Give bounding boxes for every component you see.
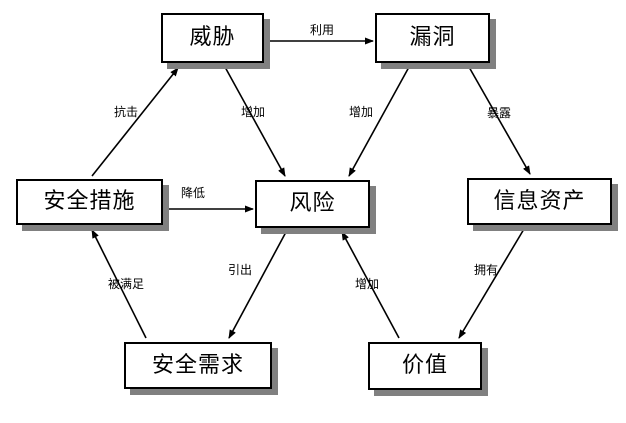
- edge-vulnerability-exposes-asset: [468, 66, 531, 175]
- edge-asset-owns-value: [458, 228, 525, 339]
- edge-label-threat-exploits-vulnerability: 利用: [310, 23, 335, 37]
- node-security-requirement-label: 安全需求: [151, 352, 244, 378]
- edge-label-measure-reduces-risk: 降低: [181, 186, 206, 200]
- node-vulnerability[interactable]: 漏洞: [375, 13, 490, 63]
- edge-value-increases-risk: [341, 231, 400, 339]
- node-threat[interactable]: 威胁: [161, 13, 264, 63]
- edge-requirement-satisfied-by-measure: [91, 229, 147, 339]
- node-threat-label: 威胁: [189, 25, 236, 50]
- node-security-requirement[interactable]: 安全需求: [124, 342, 272, 389]
- node-security-measure[interactable]: 安全措施: [16, 179, 163, 225]
- edge-label-value-increases-risk: 增加: [355, 277, 380, 291]
- node-value[interactable]: 价值: [368, 342, 482, 390]
- node-risk-label: 风险: [289, 191, 336, 216]
- edge-label-vulnerability-exposes-asset: 暴露: [487, 106, 512, 120]
- node-information-asset[interactable]: 信息资产: [467, 178, 612, 225]
- node-value-label: 价值: [401, 353, 448, 378]
- node-risk[interactable]: 风险: [255, 180, 370, 228]
- edge-vulnerability-increases-risk: [348, 66, 410, 177]
- edge-label-vulnerability-increases-risk: 增加: [349, 105, 374, 119]
- node-vulnerability-label: 漏洞: [409, 25, 456, 50]
- edge-label-requirement-satisfied-by-measure: 被满足: [108, 277, 145, 291]
- edge-risk-derives-requirement: [228, 231, 287, 339]
- node-security-measure-label: 安全措施: [43, 189, 136, 214]
- edge-threat-increases-risk: [224, 66, 286, 177]
- node-information-asset-label: 信息资产: [493, 188, 586, 214]
- edge-label-threat-increases-risk: 增加: [241, 105, 266, 119]
- edge-label-risk-derives-requirement: 引出: [228, 263, 253, 277]
- edge-label-measure-counters-threat: 抗击: [114, 105, 139, 119]
- edge-measure-counters-threat: [91, 67, 179, 177]
- edge-label-asset-owns-value: 拥有: [474, 263, 499, 277]
